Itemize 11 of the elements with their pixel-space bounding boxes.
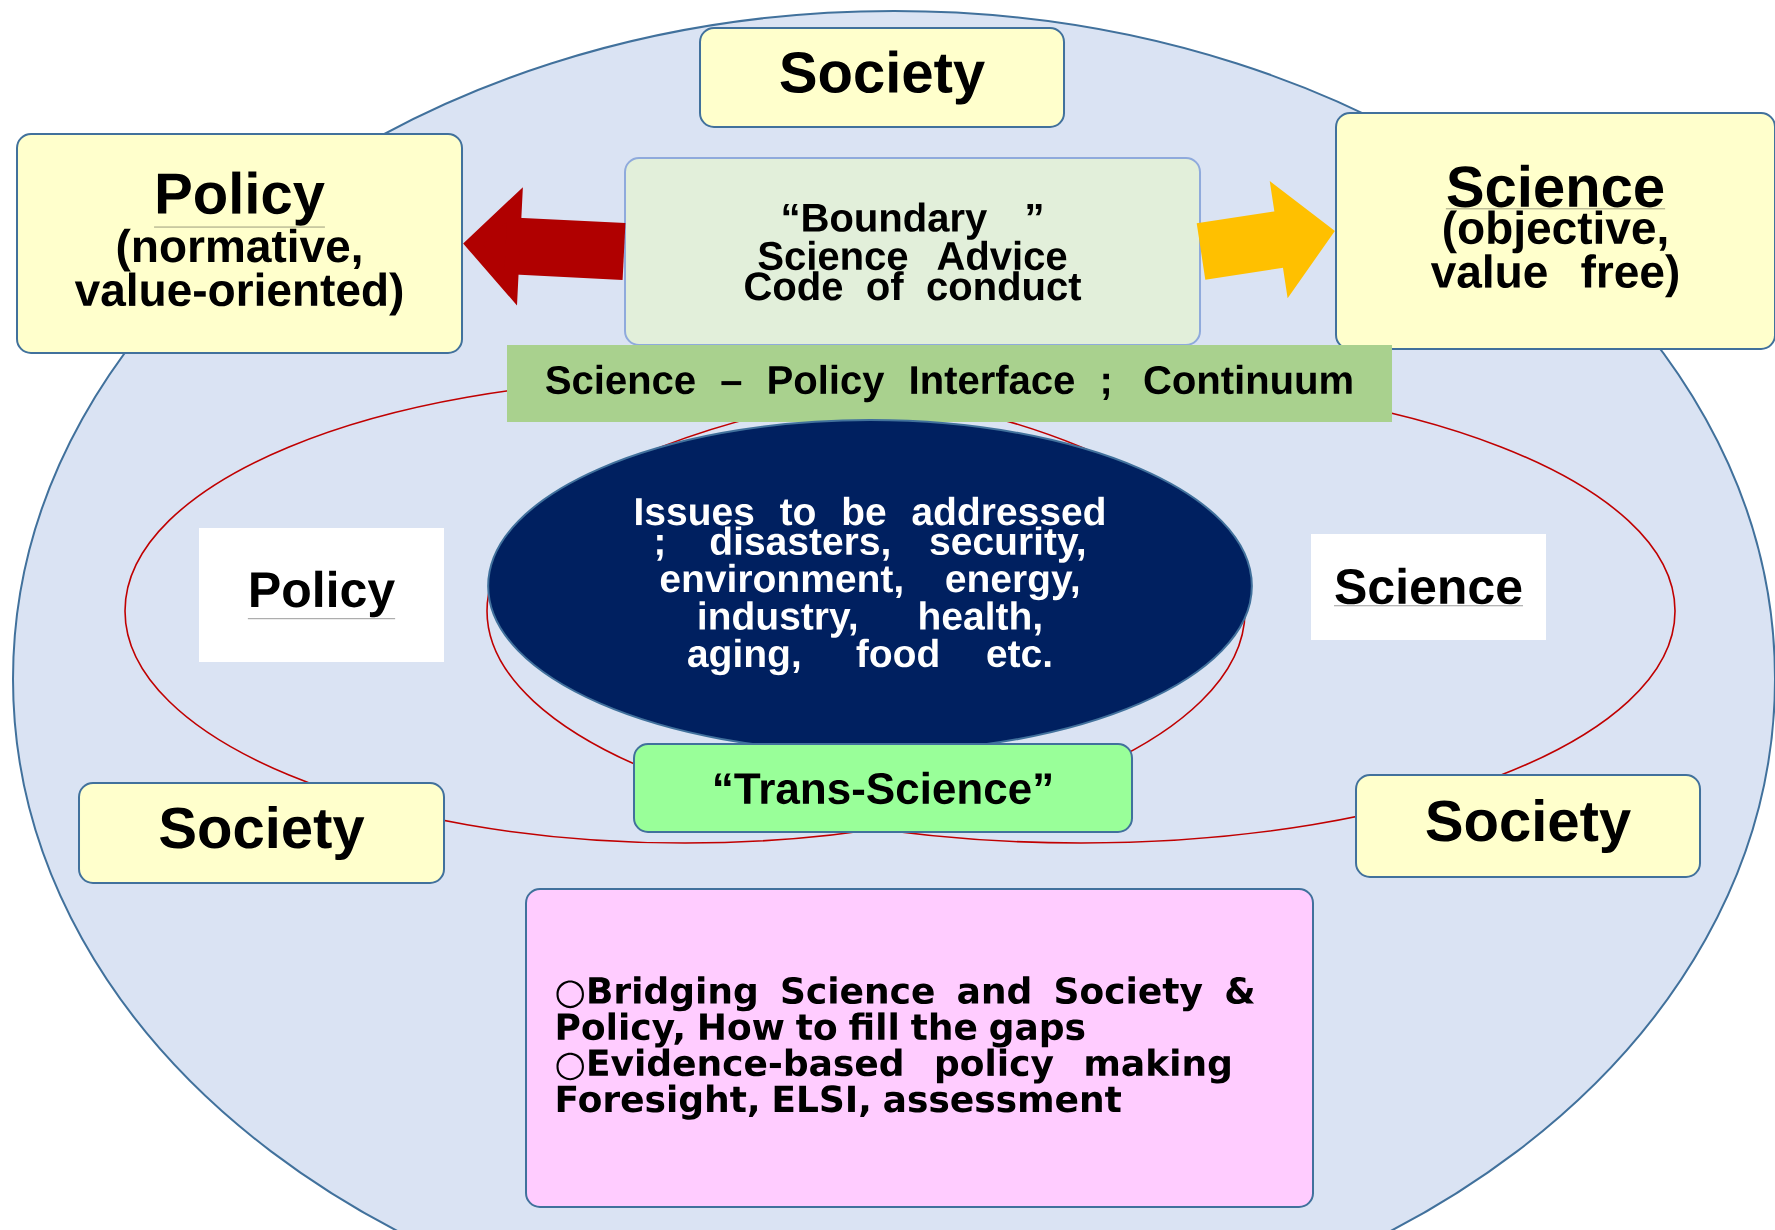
society-box: Society bbox=[1355, 774, 1701, 878]
society-box: Society bbox=[699, 27, 1065, 128]
notes-box: ○Bridging Science and Society & Policy, How to fill the gaps ○Evidence-based policy making Foresight, ELSI, assessment bbox=[525, 888, 1314, 1208]
policy-box: Policy (normative, value-oriented) bbox=[16, 133, 463, 354]
interface-band: Science – Policy Interface ; Continuum bbox=[507, 345, 1392, 422]
society-box: Society bbox=[78, 782, 445, 884]
policy-label-box: Policy bbox=[199, 528, 444, 662]
science-box: Science (objective, value free) bbox=[1335, 112, 1775, 350]
trans-science-box: “Trans-Science” bbox=[633, 743, 1133, 833]
science-label-box: Science bbox=[1311, 534, 1546, 640]
boundary-box: “Boundary ” Science Advice Code of conduct bbox=[624, 157, 1201, 346]
